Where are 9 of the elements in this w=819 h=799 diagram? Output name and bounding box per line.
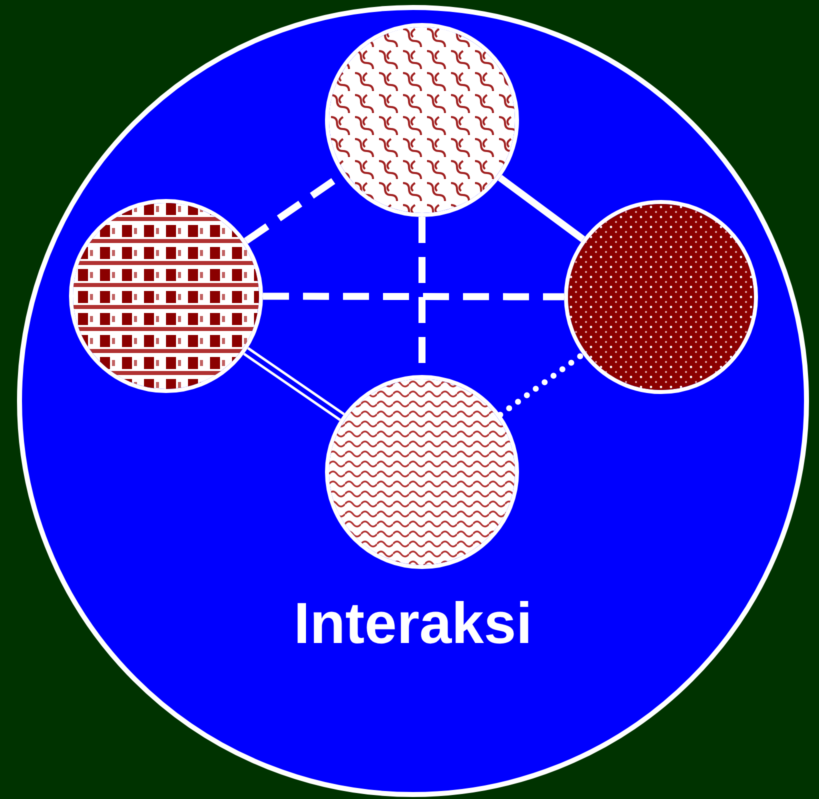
connector-line bbox=[498, 174, 586, 242]
connector-line bbox=[242, 346, 346, 422]
patterned-circle bbox=[325, 375, 519, 569]
patterned-circle bbox=[564, 200, 758, 394]
patterned-circle bbox=[325, 23, 519, 217]
patterned-circle bbox=[69, 199, 263, 393]
connector-line bbox=[497, 351, 586, 418]
connector-line bbox=[263, 292, 564, 300]
node-label: Interaksi bbox=[294, 590, 532, 657]
